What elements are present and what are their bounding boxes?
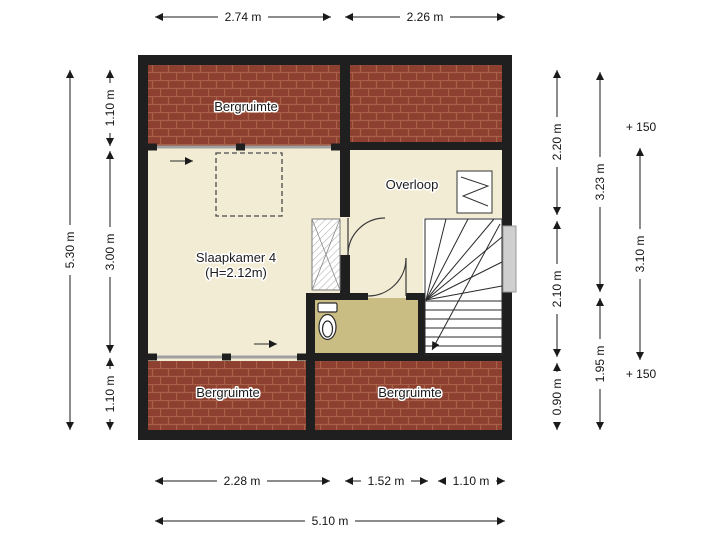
svg-text:1.10 m: 1.10 m <box>453 474 490 488</box>
svg-text:2.20 m: 2.20 m <box>550 124 564 161</box>
roof-zone-bottom-right <box>313 361 502 430</box>
svg-text:3.00 m: 3.00 m <box>103 234 117 271</box>
dim-bottom-right: 1.10 m <box>438 473 505 488</box>
closet <box>311 218 341 291</box>
dim-left-top: 1.10 m <box>102 70 117 146</box>
dim-top-right: 2.26 m <box>345 9 505 24</box>
dim-top-left: 2.74 m <box>155 9 331 24</box>
svg-text:5.10 m: 5.10 m <box>312 514 349 528</box>
roof-zone-top-left <box>148 65 345 147</box>
room-label-bergruimte-bottom-right: Bergruimte <box>378 385 442 400</box>
svg-text:3.10 m: 3.10 m <box>633 236 647 273</box>
dim-right-inner-bottom: 0.90 m <box>549 363 564 430</box>
dim-bottom-middle: 1.52 m <box>345 473 428 488</box>
dim-left-bottom: 1.10 m <box>102 358 117 430</box>
floor-plan: Bergruimte Overloop Slaapkamer 4 (H=2.12… <box>138 55 517 440</box>
dim-left-total: 5.30 m <box>62 70 77 430</box>
room-label-overloop: Overloop <box>386 177 439 192</box>
room-label-bergruimte-top: Bergruimte <box>214 99 278 114</box>
staircase <box>424 218 503 356</box>
dim-left-middle: 3.00 m <box>102 151 117 353</box>
svg-text:0.90 m: 0.90 m <box>550 379 564 416</box>
knee-wall-bottom <box>148 353 306 361</box>
svg-text:5.30 m: 5.30 m <box>63 232 77 269</box>
headroom-dashed-outline <box>215 152 283 217</box>
svg-text:1.10 m: 1.10 m <box>103 376 117 413</box>
dimension-annotations: 2.74 m 2.26 m 2.28 m 1.52 m 1.10 m 5.1 <box>62 9 657 528</box>
roof-window-icon <box>456 170 493 214</box>
dim-right-inner-top: 2.20 m <box>549 70 564 215</box>
svg-text:2.28 m: 2.28 m <box>224 474 261 488</box>
elevation-mark-top: + 150 <box>626 120 657 134</box>
svg-text:1.95 m: 1.95 m <box>593 346 607 383</box>
svg-text:2.26 m: 2.26 m <box>407 10 444 24</box>
room-label-slaapkamer: Slaapkamer 4 <box>196 250 276 265</box>
stair-direction-arrow <box>431 223 501 351</box>
svg-text:2.74 m: 2.74 m <box>225 10 262 24</box>
room-label-slaapkamer-height: (H=2.12m) <box>205 265 267 280</box>
interior-walls <box>306 65 502 440</box>
dim-bottom-total: 5.10 m <box>155 513 505 528</box>
elevation-mark-bottom: + 150 <box>626 367 657 381</box>
toilet-icon <box>317 302 338 341</box>
bedroom-door <box>347 217 386 256</box>
right-wall-recess <box>502 225 517 293</box>
dim-right-middle-bottom: 1.95 m <box>592 298 607 430</box>
room-label-bergruimte-bottom-left: Bergruimte <box>196 385 260 400</box>
roof-zone-bottom-left <box>148 361 308 430</box>
dim-right-outer: 3.10 m <box>632 148 647 360</box>
dim-right-middle-top: 3.23 m <box>592 72 607 292</box>
svg-text:1.52 m: 1.52 m <box>368 474 405 488</box>
svg-text:2.10 m: 2.10 m <box>550 271 564 308</box>
dim-right-inner-middle: 2.10 m <box>549 221 564 357</box>
svg-text:1.10 m: 1.10 m <box>103 90 117 127</box>
toilet-door <box>367 257 407 297</box>
svg-text:3.23 m: 3.23 m <box>593 164 607 201</box>
knee-wall-top <box>148 143 340 151</box>
dim-bottom-left: 2.28 m <box>155 473 330 488</box>
roof-zone-top-right <box>345 65 502 144</box>
